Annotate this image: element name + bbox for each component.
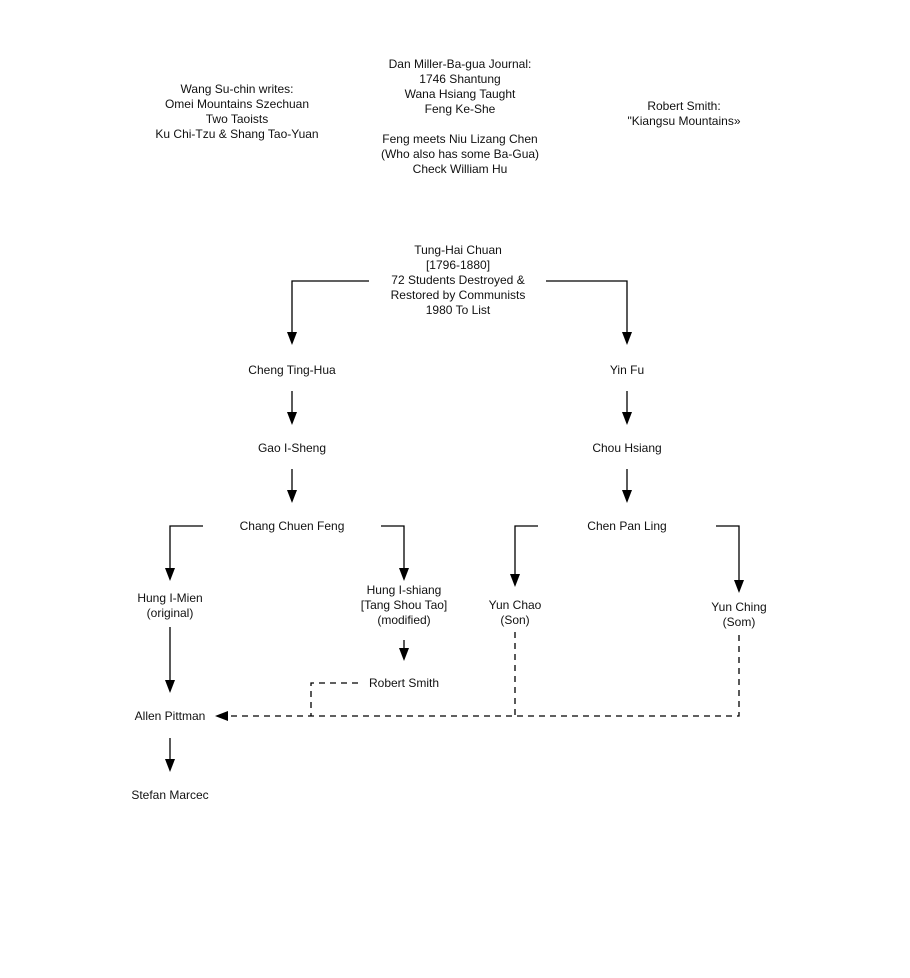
node-tung-hai-chuan: Tung-Hai Chuan [1796-1880] 72 Students D… [390,243,526,317]
node-chou-hsiang: Chou Hsiang [592,441,662,455]
arrowhead [287,490,297,503]
arrowhead [622,412,632,425]
node-allen-pittman: Allen Pittman [134,709,206,723]
arrowhead [622,490,632,503]
node-gao-i-sheng: Gao I-Sheng [257,441,327,455]
connector-chen-to-yun-ching [716,525,740,580]
arrowhead [622,332,632,345]
arrowhead [287,332,297,345]
arrowhead [734,580,744,593]
arrowhead [165,759,175,772]
connector-tung-to-yin [546,280,628,332]
arrowhead [399,568,409,581]
node-cheng-ting-hua: Cheng Ting-Hua [248,363,336,377]
connector-tung-to-cheng [291,280,369,332]
node-hung-i-mien: Hung I-Mien (original) [137,591,203,620]
arrowhead [510,574,520,587]
node-yun-chao: Yun Chao (Son) [488,598,542,627]
node-yun-ching: Yun Ching (Som) [711,600,767,629]
note-dan-miller: Dan Miller-Ba-gua Journal: 1746 Shantung… [380,57,540,176]
node-stefan-marcec: Stefan Marcec [131,788,209,802]
dashed-robert-to-allen [310,682,358,716]
node-robert-smith: Robert Smith [368,676,440,690]
arrowhead [165,568,175,581]
arrowhead [399,648,409,661]
node-chen-pan-ling: Chen Pan Ling [587,519,667,533]
node-hung-i-shiang: Hung I-shiang [Tang Shou Tao] (modified) [360,583,448,627]
node-chang-chuen-feng: Chang Chuen Feng [239,519,345,533]
arrowhead [165,680,175,693]
note-robert-smith: Robert Smith: "Kiangsu Mountains» [627,99,741,128]
connector-chang-to-hung-shiang [381,525,405,568]
node-yin-fu: Yin Fu [609,363,645,377]
arrowhead [215,711,228,721]
note-wang-su-chin: Wang Su-chin writes: Omei Mountains Szec… [155,82,319,141]
connector-chang-to-hung-mien [169,525,203,568]
arrowhead [287,412,297,425]
connector-chen-to-yun-chao [514,525,538,574]
dashed-yun-ching-to-allen [228,635,740,717]
